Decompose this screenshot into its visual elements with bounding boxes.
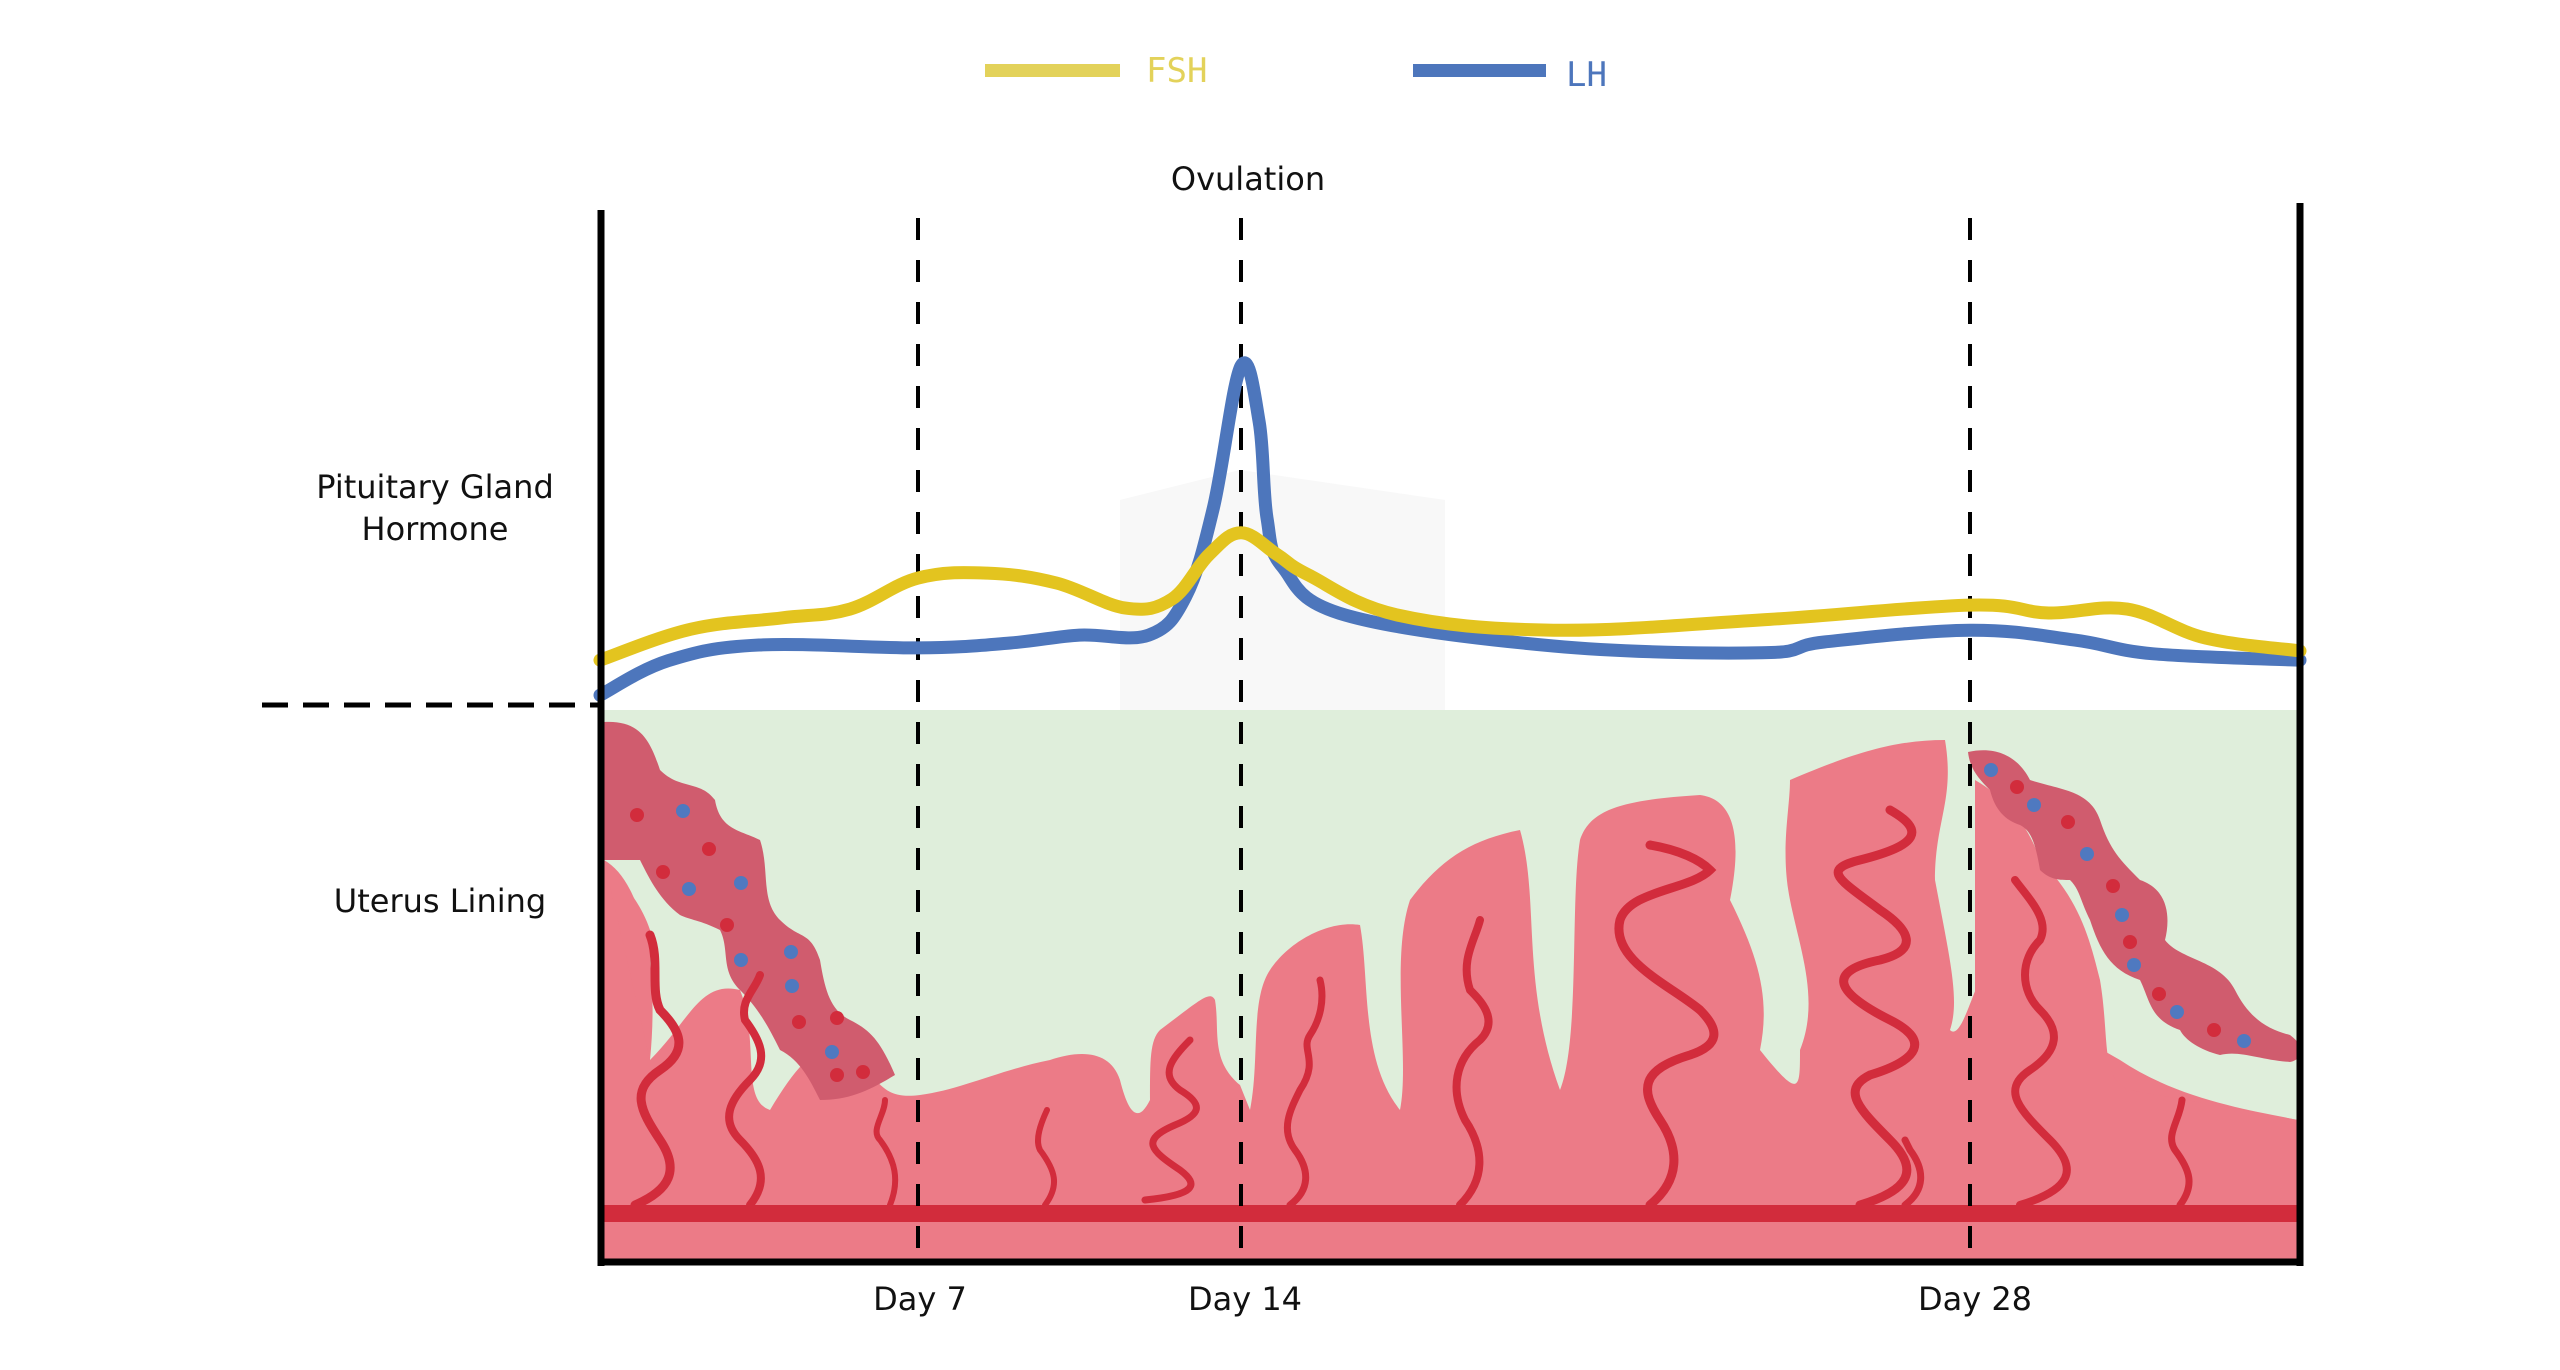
- pituitary-label-line1: Pituitary Gland: [316, 468, 554, 506]
- tick-label-day28: Day 28: [1918, 1280, 2032, 1318]
- shedding-band-left: [604, 721, 895, 1100]
- series-line-lh: [593, 356, 2307, 702]
- blood-vessels: [630, 805, 2193, 1210]
- vessel: [630, 930, 684, 1210]
- endometrium-left-columns: [604, 860, 650, 1060]
- vessel: [1614, 840, 1719, 1210]
- blue-blood-cell: [2115, 908, 2129, 922]
- blue-blood-cell: [2080, 847, 2094, 861]
- shedding-band-right: [1968, 750, 2302, 1062]
- blue-blood-cell: [825, 1045, 839, 1059]
- red-blood-cell: [656, 865, 670, 879]
- blue-blood-cell: [2170, 1005, 2184, 1019]
- red-blood-cell: [830, 1011, 844, 1025]
- vessel: [1833, 805, 1919, 1210]
- vessel: [725, 971, 766, 1209]
- blood-cells: [630, 763, 2251, 1082]
- legend-swatch-fsh: [985, 64, 1120, 77]
- red-blood-cell: [830, 1068, 844, 1082]
- red-blood-cell: [2106, 879, 2120, 893]
- vessel: [1141, 1036, 1200, 1204]
- red-blood-cell: [2061, 815, 2075, 829]
- hormone-series: [593, 356, 2307, 702]
- uterus-label: Uterus Lining: [334, 882, 546, 920]
- red-blood-cell: [2123, 935, 2137, 949]
- red-blood-cell: [856, 1065, 870, 1079]
- red-blood-cell: [702, 842, 716, 856]
- tick-label-day14: Day 14: [1188, 1280, 1302, 1318]
- endometrium-right-columns: [1975, 780, 2298, 1260]
- red-blood-cell: [2152, 987, 2166, 1001]
- series-line-fsh: [593, 526, 2307, 667]
- vessel: [1035, 1107, 1058, 1208]
- pituitary-label-line2: Hormone: [362, 510, 509, 548]
- blue-blood-cell: [734, 953, 748, 967]
- blue-blood-cell: [2237, 1034, 2251, 1048]
- red-blood-cell: [630, 808, 644, 822]
- red-blood-cell: [792, 1015, 806, 1029]
- vessel: [2011, 876, 2071, 1209]
- blue-blood-cell: [676, 804, 690, 818]
- vessel: [873, 1097, 899, 1208]
- legend-label-lh: LH: [1566, 55, 1607, 95]
- red-blood-cell: [2010, 780, 2024, 794]
- legend-label-fsh: FSH: [1146, 51, 1207, 91]
- vessel: [1452, 916, 1493, 1209]
- tick-label-day7: Day 7: [873, 1280, 967, 1318]
- vessel: [1283, 976, 1326, 1209]
- red-blood-cell: [2207, 1023, 2221, 1037]
- blue-blood-cell: [2127, 958, 2141, 972]
- ovulation-label: Ovulation: [1171, 160, 1325, 198]
- vessel: [1901, 1136, 1925, 1209]
- base-blood-vessel: [604, 1205, 2298, 1222]
- blue-blood-cell: [2027, 798, 2041, 812]
- legend: FSH LH: [985, 51, 1607, 95]
- blue-blood-cell: [784, 945, 798, 959]
- blue-blood-cell: [785, 979, 799, 993]
- blue-blood-cell: [1984, 763, 1998, 777]
- blue-blood-cell: [734, 876, 748, 890]
- blue-blood-cell: [682, 882, 696, 896]
- vessel: [2168, 1096, 2193, 1209]
- shedding-tissue: [604, 721, 2302, 1100]
- legend-swatch-lh: [1413, 64, 1546, 77]
- red-blood-cell: [720, 918, 734, 932]
